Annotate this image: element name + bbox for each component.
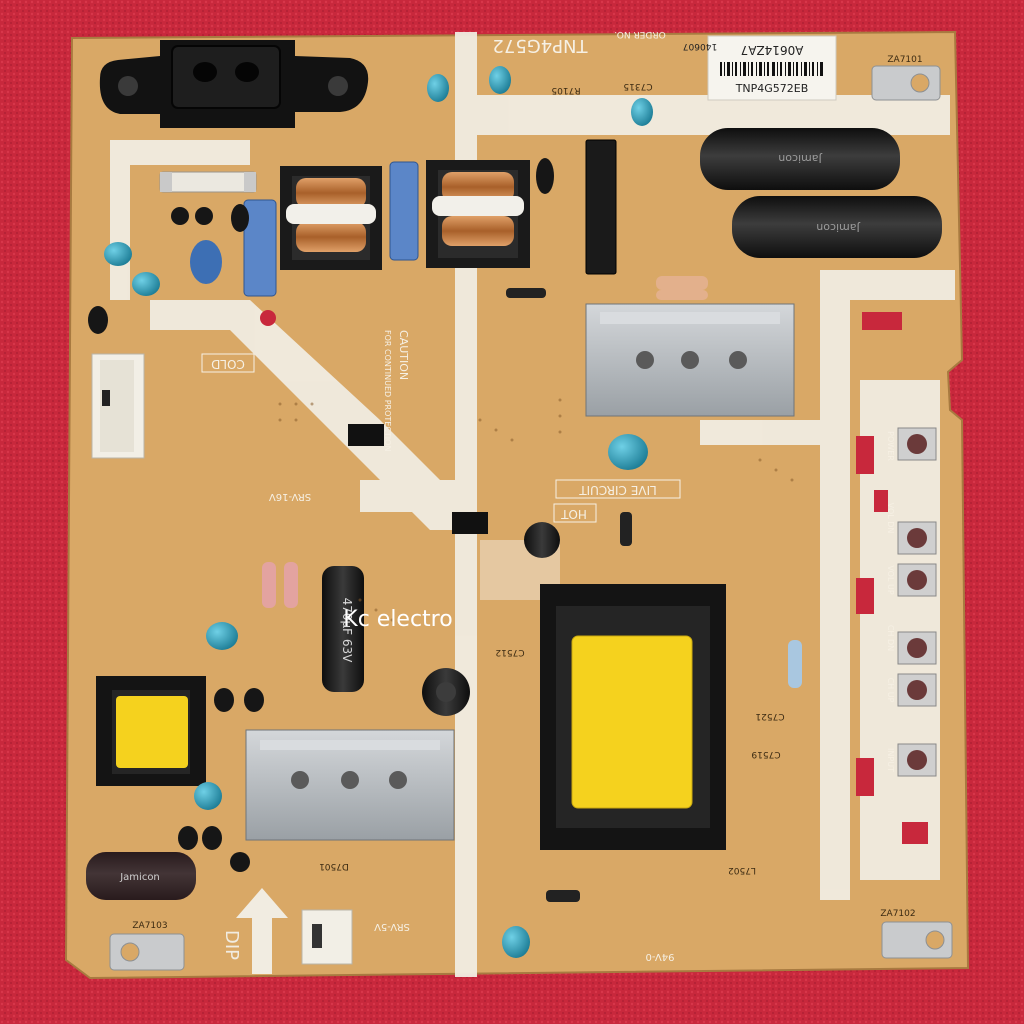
- ref-r7105: R7105: [551, 85, 580, 95]
- button-ch-dn[interactable]: [897, 631, 937, 665]
- watermark-text: Kc electro: [343, 607, 452, 632]
- ref-za7103: ZA7103: [132, 921, 167, 931]
- button-power[interactable]: [897, 427, 937, 461]
- button-vol-dn[interactable]: [897, 521, 937, 555]
- button-label-vol-up: VOL UP: [886, 565, 895, 594]
- button-input[interactable]: [897, 743, 937, 777]
- mounting-tab-bottom-left: [109, 933, 185, 971]
- button-label-ch-dn: CH DN: [886, 625, 895, 651]
- mounting-tab-bottom-right: [881, 921, 953, 959]
- bulk-capacitor-1: Jamicon: [700, 128, 900, 190]
- mounting-tab-top: [871, 65, 941, 101]
- solder-pad-dots: [278, 398, 794, 622]
- button-label-ch-up: CH UP: [886, 678, 895, 703]
- ceramic-capacitors: [104, 66, 653, 958]
- bulk-cap-brand-2: Jamicon: [816, 221, 861, 234]
- sticker-code: A0614ZA7: [741, 43, 804, 57]
- common-mode-choke-2: [426, 160, 530, 268]
- order-label: ORDER NO.: [614, 29, 665, 39]
- bridge-rectifier: [585, 139, 617, 275]
- label-sticker: A0614ZA7 TNP4G572EB 140607: [683, 35, 837, 101]
- ref-c7315: C7315: [623, 81, 652, 91]
- srv5-label: SRV-5V: [374, 921, 410, 932]
- standby-transformer: [96, 676, 206, 786]
- ref-za7102: ZA7102: [880, 909, 915, 919]
- ref-l7502: L7502: [728, 865, 756, 875]
- board-holes: [260, 310, 928, 844]
- button-label-input: INPUT: [886, 748, 895, 772]
- srv16-label: SRV-16V: [269, 491, 311, 502]
- heatsink-bottom: [245, 729, 455, 841]
- sticker-model: TNP4G572EB: [735, 82, 809, 95]
- button-ch-up[interactable]: [897, 673, 937, 707]
- diodes: [506, 288, 632, 902]
- x-capacitor-2: [389, 161, 419, 261]
- resistors: [262, 276, 802, 688]
- connector-bottom: [301, 909, 353, 965]
- capacitor-bottom-left: Jamicon: [86, 852, 196, 900]
- common-mode-choke-1: [280, 166, 382, 270]
- button-label-power: POWER: [886, 431, 895, 461]
- ref-c7519: C7519: [751, 749, 780, 759]
- capacitor-470uf: 470µF 63V: [322, 566, 364, 692]
- bulk-capacitor-2: Jamicon: [732, 196, 942, 258]
- heatsink-top: [585, 303, 795, 417]
- cold-label: COLD: [211, 357, 245, 371]
- ul-mark: 94V-0: [646, 951, 675, 962]
- ref-za7101: ZA7101: [887, 55, 922, 65]
- x-capacitor-1: [243, 199, 277, 297]
- main-transformer: [540, 584, 726, 850]
- caution-label: CAUTION: [397, 330, 410, 380]
- button-column: POWER VOL DN VOL UP CH DN CH UP INPUT: [886, 427, 937, 777]
- hot-label: HOT: [560, 507, 586, 521]
- cap-rating: 470µF 63V: [340, 598, 354, 664]
- warning-note: FOR CONTINUED PROTECTION: [383, 330, 392, 451]
- bulk-cap-brand-1: Jamicon: [778, 152, 823, 165]
- optocoupler-2: [452, 512, 488, 534]
- live-circuit-label: LIVE CIRCUIT: [579, 483, 657, 497]
- dip-label: DIP: [221, 930, 242, 960]
- connector-left: [91, 353, 145, 459]
- round-capacitor-2: [524, 522, 560, 558]
- ref-d7501: D7501: [319, 861, 349, 871]
- ref-c7521: C7521: [755, 711, 784, 721]
- ref-c7512: C7512: [495, 647, 524, 657]
- part-number: TNP4G572: [492, 35, 588, 56]
- button-vol-up[interactable]: [897, 563, 937, 597]
- dip-arrow-marking: [236, 888, 288, 974]
- sticker-date: 140607: [683, 41, 717, 51]
- ac-inlet: [99, 40, 369, 128]
- fuse: [159, 171, 257, 193]
- cap-brand-small: Jamicon: [119, 872, 160, 883]
- button-label-vol-dn: VOL DN: [886, 503, 895, 534]
- small-transistors: [88, 158, 554, 872]
- optocoupler-1: [348, 424, 384, 446]
